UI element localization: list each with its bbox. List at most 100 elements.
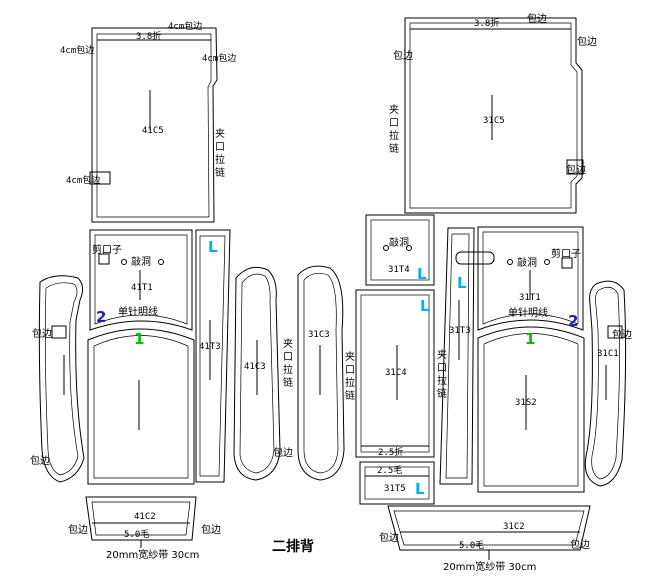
label-41C5-fold: 3.8折 <box>136 30 161 42</box>
label-31T5-wool: 2.5毛 <box>377 464 402 476</box>
label-31T1-hole: 敲洞 <box>517 256 537 269</box>
label-31C5-binding-side: 包边 <box>566 163 586 176</box>
label-41C2: 41C2 <box>134 512 156 522</box>
piece-31C2: 31C2 5.0毛 包边 包边 20mm宽纱带 30cm <box>379 505 591 573</box>
label-41T1-hole: 敲洞 <box>131 255 151 268</box>
label-31C2-binding-right: 包边 <box>570 538 590 551</box>
piece-41C3: 41C3 包边 夹 口 拉 链 <box>233 266 293 481</box>
label-41C2-binding-left: 包边 <box>68 523 88 536</box>
label-31T3: 31T3 <box>449 326 471 336</box>
svg-text:口: 口 <box>215 142 225 153</box>
label-41C3-binding: 包边 <box>273 446 293 459</box>
label-41T1-notch: 剪口子 <box>92 243 122 256</box>
label-31S2: 31S2 <box>515 398 537 408</box>
label-41C5-binding-left: 4cm包边 <box>60 44 94 56</box>
svg-text:拉: 拉 <box>389 129 399 142</box>
piece-31T1: 剪口子 敲洞 31T1 单针明线 2 <box>455 226 584 331</box>
label-31C2: 31C2 <box>503 522 525 532</box>
mark-31S2-1: 1 <box>525 330 535 348</box>
label-31C2-wool: 5.0毛 <box>459 539 484 551</box>
svg-text:链: 链 <box>215 166 225 179</box>
label-31C3-zipper: 夹 口 拉 链 <box>345 350 355 402</box>
piece-31C4: 31C4 2.5折 L <box>355 289 435 458</box>
mark-left-1: 1 <box>134 330 144 348</box>
svg-text:拉: 拉 <box>215 153 225 166</box>
label-31C4: 31C4 <box>385 368 407 378</box>
piece-31T4: 敲洞 31T4 L <box>365 214 435 286</box>
svg-text:夹: 夹 <box>215 127 225 140</box>
mark-31T3-L: L <box>457 274 467 292</box>
label-41C5: 41C5 <box>142 126 164 136</box>
label-41C5-binding-right: 4cm包边 <box>202 52 236 64</box>
piece-left-side-strip: 包边 包边 <box>30 275 85 483</box>
label-41T1-stitch: 单针明线 <box>118 305 158 318</box>
label-31T5: 31T5 <box>384 484 406 494</box>
label-left-strip-binding-bottom: 包边 <box>30 454 50 467</box>
label-left-strip-binding-top: 包边 <box>32 327 52 340</box>
label-31T4-hole: 敲洞 <box>389 236 409 249</box>
piece-31S2: 31S2 1 <box>477 326 585 493</box>
label-31T3-zipper: 夹 口 拉 链 <box>437 348 447 400</box>
mark-41T3-L: L <box>208 238 218 256</box>
piece-31C5: 31C5 3.8折 包边 包边 包边 包边 夹 口 拉 链 <box>389 12 597 214</box>
label-31C5-binding-top: 包边 <box>527 12 547 25</box>
piece-41C5: 41C5 3.8折 4cm包边 4cm包边 4cm包边 4cm包边 夹 口 拉 … <box>60 20 236 223</box>
label-41C2-belt: 20mm宽纱带 30cm <box>106 548 199 561</box>
label-31T4: 31T4 <box>388 265 410 275</box>
label-31T1-notch: 剪口子 <box>551 247 581 260</box>
mark-41T1-2: 2 <box>96 308 106 326</box>
label-41T1: 41T1 <box>131 283 153 293</box>
svg-text:链: 链 <box>283 376 293 389</box>
mark-31C4-L: L <box>420 297 430 315</box>
svg-text:拉: 拉 <box>283 363 293 376</box>
sheet-title: 二排背 <box>272 538 314 555</box>
label-41C5-binding-side: 4cm包边 <box>66 174 100 186</box>
label-31C5-binding-right: 包边 <box>577 35 597 48</box>
piece-31T5: 2.5毛 31T5 L <box>359 461 435 505</box>
svg-text:口: 口 <box>345 365 355 376</box>
svg-text:链: 链 <box>437 387 447 400</box>
label-41C2-binding-right: 包边 <box>201 523 221 536</box>
mark-31T4-L: L <box>417 265 427 283</box>
svg-text:拉: 拉 <box>437 374 447 387</box>
mark-31T5-L: L <box>415 480 425 498</box>
svg-text:夹: 夹 <box>389 103 399 116</box>
piece-41T1: 剪口子 敲洞 41T1 单针明线 2 <box>89 229 193 331</box>
label-31C3: 31C3 <box>308 330 330 340</box>
label-31C1-binding: 包边 <box>612 328 632 341</box>
label-31C5-fold: 3.8折 <box>474 17 499 29</box>
piece-41T3: 41T3 L <box>195 229 231 483</box>
svg-text:口: 口 <box>389 118 399 129</box>
svg-text:夹: 夹 <box>437 348 447 361</box>
piece-41C2: 41C2 5.0毛 包边 包边 20mm宽纱带 30cm <box>68 496 221 561</box>
piece-31T3: 31T3 L 夹 口 拉 链 <box>437 227 475 485</box>
label-31C1: 31C1 <box>597 349 619 359</box>
label-31T1-stitch: 单针明线 <box>508 306 548 319</box>
piece-31C1: 31C1 包边 <box>584 280 632 487</box>
label-31C4-fold: 2.5折 <box>378 446 403 458</box>
svg-text:链: 链 <box>389 142 399 155</box>
label-31T1: 31T1 <box>519 293 541 303</box>
label-31C5: 31C5 <box>483 116 505 126</box>
label-31C2-binding-left: 包边 <box>379 531 399 544</box>
label-31C2-belt: 20mm宽纱带 30cm <box>443 560 536 573</box>
svg-text:夹: 夹 <box>345 350 355 363</box>
piece-left-back-body: 1 <box>87 328 195 485</box>
svg-text:口: 口 <box>283 352 293 363</box>
label-41C2-wool: 5.0毛 <box>124 528 149 540</box>
label-41C5-zipper: 夹 口 拉 链 <box>215 127 225 179</box>
mark-31T1-2: 2 <box>568 312 578 330</box>
svg-text:链: 链 <box>345 389 355 402</box>
piece-31C3: 31C3 夹 口 拉 链 <box>297 265 355 481</box>
svg-text:夹: 夹 <box>283 337 293 350</box>
svg-text:拉: 拉 <box>345 376 355 389</box>
label-41C3-zipper: 夹 口 拉 链 <box>283 337 293 389</box>
svg-text:口: 口 <box>437 363 447 374</box>
label-41C3: 41C3 <box>244 362 266 372</box>
label-41T3: 41T3 <box>199 342 221 352</box>
label-31C5-binding-left: 包边 <box>393 49 413 62</box>
label-41C5-binding-top: 4cm包边 <box>168 20 202 32</box>
label-31C5-zipper: 夹 口 拉 链 <box>389 103 399 155</box>
